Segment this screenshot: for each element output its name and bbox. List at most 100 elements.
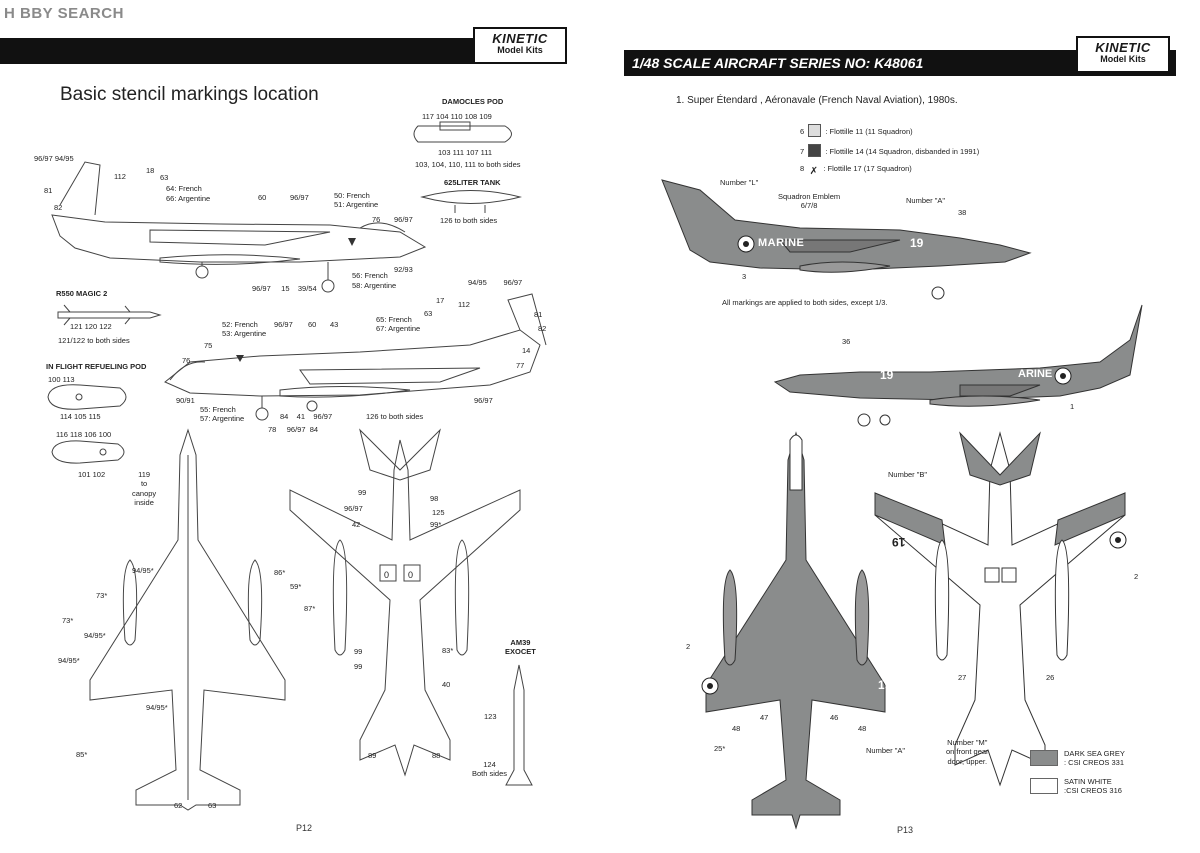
squadron-legend: 6 : Flottille 11 (11 Squadron) 7 : Flott… xyxy=(800,124,979,184)
side2-63: 63 xyxy=(424,309,433,318)
legend-text: : Flottille 17 (17 Squadron) xyxy=(823,164,912,173)
bot-88: 88 xyxy=(432,751,441,760)
paint-name: DARK SEA GREY xyxy=(1064,748,1125,758)
bot-99b: 99* xyxy=(430,520,442,529)
squadron-emblem-icon xyxy=(808,144,822,157)
side1-60: 60 xyxy=(258,193,267,202)
bot-99c: 99 xyxy=(354,647,363,656)
side2-43: 43 xyxy=(330,320,339,329)
brand-tagline: Model Kits xyxy=(1100,54,1146,64)
side2-17: 17 xyxy=(436,296,445,305)
brand-tagline: Model Kits xyxy=(497,45,543,55)
top-85: 85* xyxy=(76,750,88,759)
number-19-marking-2: 19 xyxy=(880,368,894,382)
label-number-b: Number "B" xyxy=(888,470,928,479)
paint-legend: DARK SEA GREY : CSI CREOS 331 SATIN WHIT… xyxy=(1030,746,1125,798)
label-36: 36 xyxy=(842,337,851,346)
markings-note: All markings are applied to both sides, … xyxy=(722,298,888,307)
paint-text: DARK SEA GREY : CSI CREOS 331 xyxy=(1064,749,1125,768)
label-number-a-top: Number "A" xyxy=(906,196,946,205)
tank-note: 126 to both sides xyxy=(440,216,498,225)
brand-name: KINETIC xyxy=(492,31,548,46)
side2-82: 82 xyxy=(538,324,547,333)
side2-65-french: 65: French xyxy=(376,315,412,324)
paint-item-dark-sea-grey: DARK SEA GREY : CSI CREOS 331 xyxy=(1030,746,1125,770)
left-header-bar xyxy=(0,38,567,64)
side2-81: 81 xyxy=(534,310,543,319)
am39-title: AM39 EXOCET xyxy=(505,638,536,656)
number-19-marking-4: 19 xyxy=(892,535,906,549)
label-2-left: 2 xyxy=(686,642,691,651)
top-94c: 94/95* xyxy=(58,656,80,665)
brand-logo-right: KINETIC Model Kits xyxy=(1076,36,1170,73)
paint-name: SATIN WHITE xyxy=(1064,776,1112,786)
damocles-title: DAMOCLES POD xyxy=(442,97,504,106)
left-page-number: P12 xyxy=(296,823,313,833)
side1-66-argentine: 66: Argentine xyxy=(166,194,211,203)
label-number-m: Number "M" on front gear door, upper. xyxy=(946,738,989,766)
scheme-subtitle: 1. Super Étendard , Aéronavale (French N… xyxy=(676,95,958,106)
legend-item-7: 7 : Flottille 14 (14 Squadron, disbanded… xyxy=(800,144,979,164)
tank-mark-0-right: 0 xyxy=(408,570,413,580)
paint-swatch xyxy=(1030,750,1058,766)
top-62: 62 xyxy=(174,801,183,810)
label-1: 1 xyxy=(1070,402,1075,411)
paint-swatch xyxy=(1030,778,1058,794)
label-38: 38 xyxy=(958,208,967,217)
top-94d: 94/95* xyxy=(146,703,168,712)
roundel-icon xyxy=(701,235,1127,695)
side2-53-argentine: 53: Argentine xyxy=(222,329,267,338)
side1-56-french: 56: French xyxy=(352,271,388,280)
magic-nums: 121 120 122 xyxy=(70,322,112,331)
paint-text: SATIN WHITE :CSI CREOS 316 xyxy=(1064,777,1122,796)
label-number-l: Number "L" xyxy=(720,178,759,187)
marine-marking-2: ARINE xyxy=(1018,368,1053,380)
label-2-right: 2 xyxy=(1134,572,1139,581)
top-63: 63 xyxy=(208,801,217,810)
page-heading: Basic stencil markings location xyxy=(60,84,319,105)
canopy-note: 119 to canopy inside xyxy=(132,470,157,508)
damocles-bottom-nums: 103 111 107 111 xyxy=(438,148,493,157)
side2-mid-nums: 84 41 96/97 xyxy=(280,412,333,421)
label-27: 27 xyxy=(958,673,967,682)
bot-89: 89 xyxy=(368,751,377,760)
squadron-emblem-icon: ✗ xyxy=(809,166,818,177)
refuel-nums-a: 100 113 xyxy=(48,375,75,384)
series-title: 1/48 SCALE AIRCRAFT SERIES NO: K48061 xyxy=(632,55,924,71)
top-73a: 73* xyxy=(96,591,108,600)
damocles-top-nums: 117 104 110 108 109 xyxy=(422,112,492,121)
side2-14: 14 xyxy=(522,346,531,355)
label-number-a-bottom: Number "A" xyxy=(866,746,906,755)
bot-42: 42 xyxy=(352,520,361,529)
bot-125: 125 xyxy=(432,508,445,517)
bot-99d: 99 xyxy=(354,662,363,671)
refuel-nums-b: 114 105 115 xyxy=(60,412,101,421)
side1-9697b: 96/97 xyxy=(290,193,309,202)
watermark: H BBY SEARCH xyxy=(4,5,124,22)
side2-top-nums: 94/95 96/97 xyxy=(468,278,523,287)
side2-55-french: 55: French xyxy=(200,405,236,414)
tank-title: 625LITER TANK xyxy=(444,178,501,187)
magic-note: 121/122 to both sides xyxy=(58,336,130,345)
label-3: 3 xyxy=(742,272,747,281)
bot-99a: 99 xyxy=(358,488,367,497)
side2-77: 77 xyxy=(516,361,525,370)
side2-75: 75 xyxy=(204,341,213,350)
side1-top-nums: 96/97 94/95 xyxy=(34,154,74,163)
bot-86: 86* xyxy=(274,568,286,577)
brand-logo-left: KINETIC Model Kits xyxy=(473,27,567,64)
side2-76: 76 xyxy=(182,356,191,365)
paint-item-satin-white: SATIN WHITE :CSI CREOS 316 xyxy=(1030,774,1125,798)
side2-bot-nums: 78 96/97 84 xyxy=(268,425,319,434)
label-48-left: 48 xyxy=(732,724,741,733)
squadron-emblem-icon xyxy=(808,124,822,137)
side1-81: 81 xyxy=(44,186,53,195)
legend-item-8: 8 ✗ : Flottille 17 (17 Squadron) xyxy=(800,164,979,184)
legend-text: : Flottille 11 (11 Squadron) xyxy=(825,127,913,136)
top-94b: 94/95* xyxy=(84,631,106,640)
am39-124: 124 Both sides xyxy=(472,760,508,779)
tank-mark-0-left: 0 xyxy=(384,570,389,580)
side2-60: 60 xyxy=(308,320,317,329)
refuel-title: IN FLIGHT REFUELING POD xyxy=(46,362,147,371)
